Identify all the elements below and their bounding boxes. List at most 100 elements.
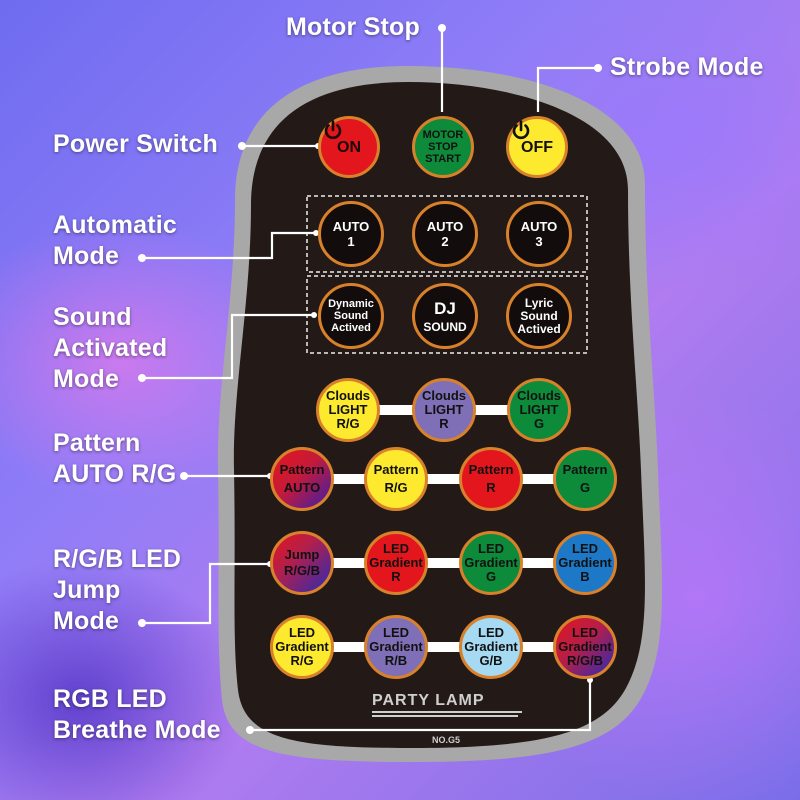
callout-line: Activated [53, 334, 168, 362]
callout-line: Mode [53, 242, 120, 270]
callout-pattern-auto: Pattern AUTO R/G [53, 428, 176, 490]
button-text-line: R [486, 480, 496, 495]
callout-strobe-mode-text: Strobe Mode [610, 53, 764, 81]
button-text-line: G [485, 569, 497, 584]
callout-strobe-mode: Strobe Mode [610, 52, 764, 83]
callout-line: Automatic [53, 211, 178, 239]
button-text-line: G/B [479, 653, 503, 668]
callout-line: Mode [53, 365, 120, 393]
pattern-row-bar [295, 474, 590, 484]
power-icon [324, 120, 342, 140]
strobe-off-label: OFF [521, 138, 553, 156]
brand-label: PARTY LAMP [372, 692, 522, 713]
callout-line: Jump [53, 576, 121, 604]
gradient-row-bar [295, 642, 590, 652]
callout-automatic-mode: Automatic Mode [53, 210, 177, 272]
led-gradient-gb-button[interactable]: LED Gradient G/B [459, 615, 523, 679]
callout-line: Breathe Mode [53, 716, 221, 744]
button-text-line: Lyric [524, 295, 554, 310]
clouds-light-g-button[interactable]: Clouds LIGHT G [507, 378, 571, 442]
button-text-line: Gradient [464, 639, 518, 654]
button-text-line: Gradient [369, 555, 423, 570]
callout-motor-stop: Motor Stop [286, 12, 420, 43]
led-gradient-rg-button[interactable]: LED Gradient R/G [270, 615, 334, 679]
button-text-line: G [533, 416, 545, 431]
button-text-line: LED [572, 541, 598, 556]
callout-rgb-led-jump: R/G/B LED Jump Mode [53, 544, 181, 637]
button-text-line: MOTOR [422, 129, 464, 141]
led-gradient-g-button[interactable]: LED Gradient G [459, 531, 523, 595]
model-number: NO.G5 [432, 735, 461, 745]
callout-line: Pattern [53, 429, 141, 457]
button-text-line: Sound [333, 310, 369, 322]
pattern-g-button[interactable]: Pattern G [553, 447, 617, 511]
button-text-line: Actived [331, 322, 371, 334]
callout-power-switch: Power Switch [53, 129, 218, 160]
button-text-line: Pattern [279, 462, 325, 477]
button-text-line: Gradient [558, 555, 612, 570]
button-text-line: LED [478, 541, 504, 556]
button-text-line: R/G/B [283, 563, 321, 578]
button-text-line: Jump [284, 547, 320, 562]
pattern-auto-button[interactable]: Pattern AUTO [270, 447, 334, 511]
dynamic-sound-button[interactable]: Dynamic Sound Actived [318, 283, 384, 349]
brand-underline [372, 715, 518, 717]
callout-sound-activated-mode: Sound Activated Mode [53, 302, 167, 395]
callout-line: Sound [53, 303, 132, 331]
button-text-line: AUTO [283, 480, 321, 495]
pattern-r-button[interactable]: Pattern R [459, 447, 523, 511]
button-text-line: 2 [441, 234, 449, 249]
button-text-line: R/G/B [566, 653, 604, 668]
callout-power-switch-text: Power Switch [53, 130, 218, 158]
button-text-line: DJ [434, 298, 456, 318]
button-text-line: START [425, 153, 461, 165]
auto-2-button[interactable]: AUTO 2 [412, 201, 478, 267]
button-text-line: R/G [384, 480, 408, 495]
button-text-line: R [439, 416, 449, 431]
button-text-line: 3 [535, 234, 543, 249]
led-gradient-b-button[interactable]: LED Gradient B [553, 531, 617, 595]
jump-rgb-button[interactable]: Jump R/G/B [270, 531, 334, 595]
button-text-line: G [579, 480, 591, 495]
power-on-label: ON [337, 138, 361, 156]
led-gradient-rgb-button[interactable]: LED Gradient R/G/B [553, 615, 617, 679]
callout-lines [142, 28, 598, 732]
button-text-line: R/G [290, 653, 314, 668]
pattern-rg-button[interactable]: Pattern R/G [364, 447, 428, 511]
button-text-line: AUTO [332, 219, 370, 234]
clouds-light-r-button[interactable]: Clouds LIGHT R [412, 378, 476, 442]
button-text-line: LIGHT [328, 402, 368, 417]
button-text-line: Pattern [373, 462, 419, 477]
button-text-line: LED [478, 625, 504, 640]
lyric-sound-button[interactable]: Lyric Sound Actived [506, 283, 572, 349]
button-text-line: LIGHT [424, 402, 464, 417]
led-gradient-r-button[interactable]: LED Gradient R [364, 531, 428, 595]
button-text-line: Gradient [558, 639, 612, 654]
button-text-line: Clouds [421, 388, 467, 403]
motor-stop-start-button[interactable]: MOTOR STOP START [412, 116, 474, 178]
strobe-off-button[interactable]: OFF [506, 116, 568, 178]
button-text-line: Pattern [562, 462, 608, 477]
power-on-button[interactable]: ON [318, 116, 380, 178]
callout-rgb-led-breathe: RGB LED Breathe Mode [53, 684, 221, 746]
auto-1-button[interactable]: AUTO 1 [318, 201, 384, 267]
button-text-line: LIGHT [519, 402, 559, 417]
button-text-line: LED [383, 541, 409, 556]
clouds-light-rg-button[interactable]: Clouds LIGHT R/G [316, 378, 380, 442]
button-text-line: R/G [336, 416, 360, 431]
callout-line: AUTO R/G [53, 460, 177, 488]
dj-sound-button[interactable]: DJ SOUND [412, 283, 478, 349]
button-text-line: AUTO [426, 219, 464, 234]
callout-line: R/G/B LED [53, 545, 182, 573]
button-text-line: Gradient [464, 555, 518, 570]
led-gradient-rb-button[interactable]: LED Gradient R/B [364, 615, 428, 679]
button-text-line: SOUND [423, 319, 467, 334]
button-text-line: Clouds [516, 388, 562, 403]
button-text-line: LED [289, 625, 315, 640]
button-text-line: LED [383, 625, 409, 640]
button-text-line: LED [572, 625, 598, 640]
auto-3-button[interactable]: AUTO 3 [506, 201, 572, 267]
power-icon [512, 120, 530, 140]
